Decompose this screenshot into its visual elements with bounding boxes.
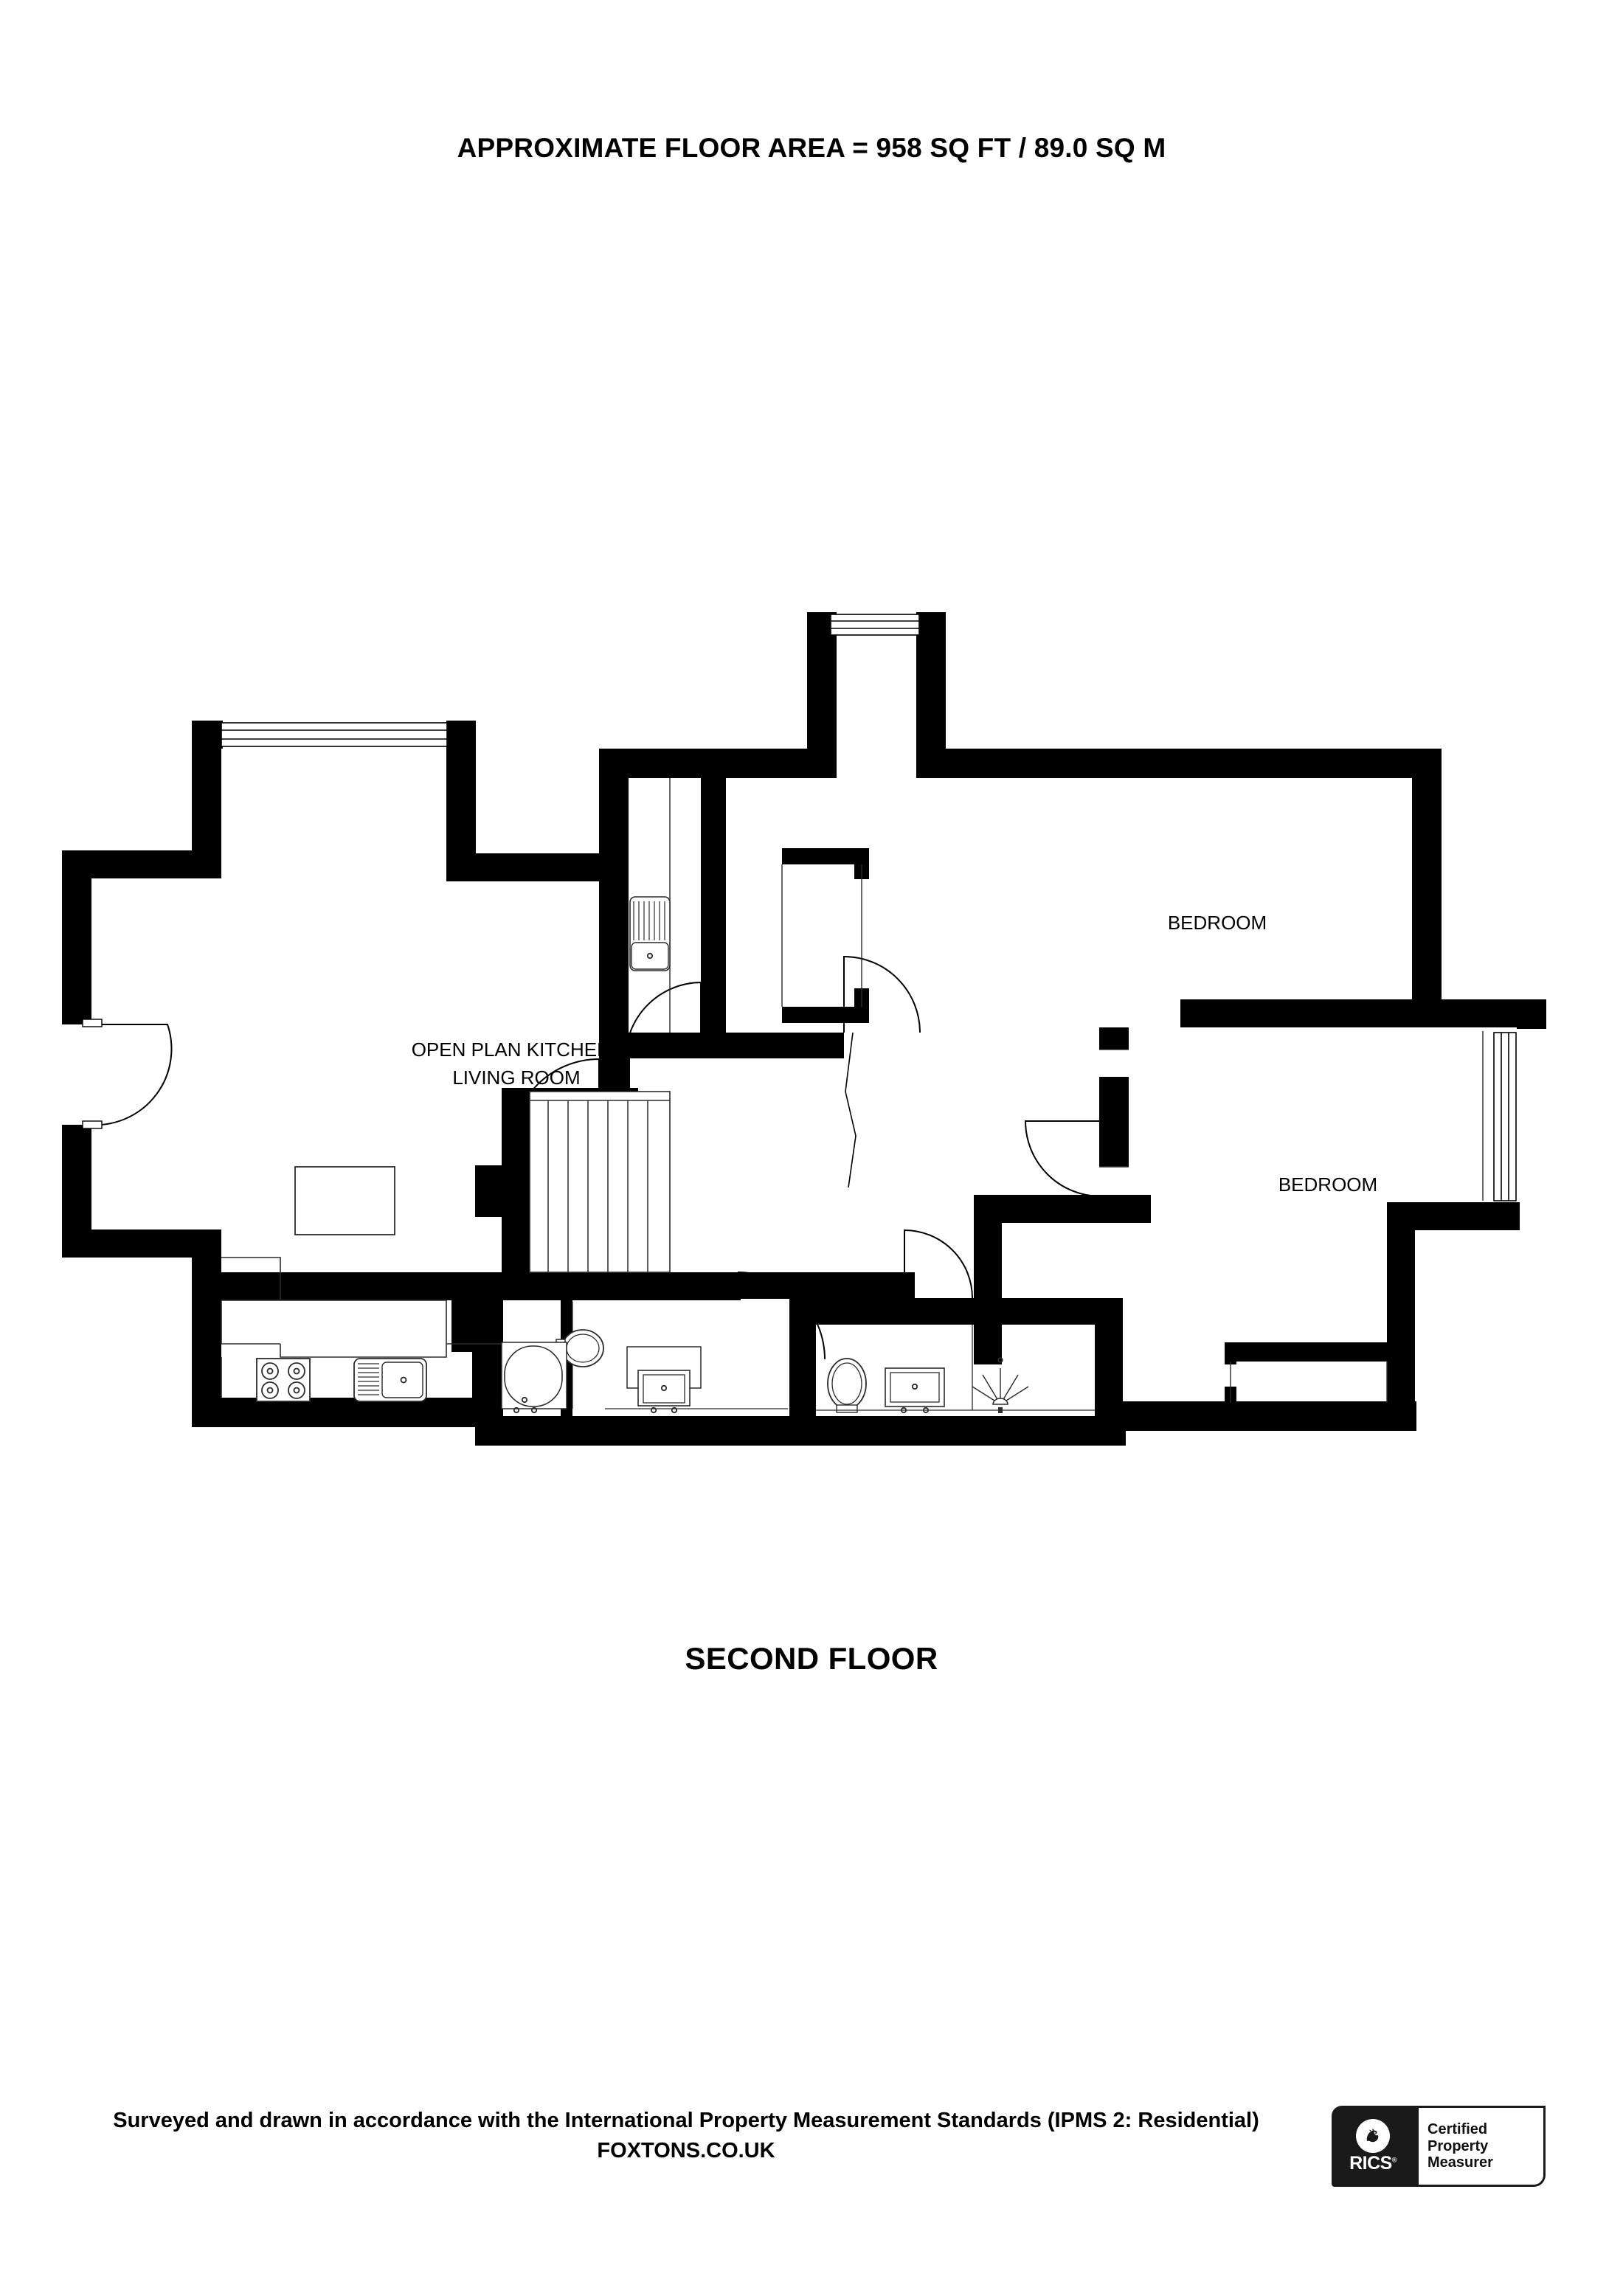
- wall-bedroom2-partition-vertical: [974, 1195, 1002, 1364]
- kitchen-hob-icon: [256, 1358, 311, 1402]
- fixtures-layer: [221, 778, 1484, 1414]
- window-dormer: [830, 614, 920, 636]
- room-label-bedroom-2: BEDROOM: [1278, 1173, 1377, 1196]
- wall-stairs-bottom-right: [708, 1272, 915, 1299]
- utility-sink-icon: [629, 778, 671, 1033]
- walls-layer: [62, 612, 1546, 1446]
- room-label-bedroom-1: BEDROOM: [1168, 912, 1267, 934]
- door-hall-lower-left: [511, 1058, 600, 1147]
- room-label-kitchen-living-line1: OPEN PLAN KITCHEN /: [412, 1038, 622, 1061]
- window-kitchen-top: [221, 722, 448, 747]
- wall-ensuite-vertical-mid: [789, 1298, 816, 1446]
- cert-line-2: Property: [1428, 2137, 1489, 2154]
- wall-bottomright-bottom: [1099, 1401, 1416, 1431]
- rics-certification-block: Certified Property Measurer: [1414, 2106, 1546, 2187]
- wall-bedroom2-left-vertical: [1099, 1077, 1129, 1123]
- approximate-floor-area-title: APPROXIMATE FLOOR AREA = 958 SQ FT / 89.…: [457, 133, 1166, 163]
- basin-bathroom-icon: [605, 1346, 788, 1414]
- wall-utility-bottom-right-stub: [701, 1033, 726, 1058]
- wall-kitchen-right-jog: [446, 853, 627, 881]
- wall-bedroom1-bottom-right-stub: [1412, 999, 1521, 1027]
- wall-bedroom2-right-vertical-lower: [1387, 1202, 1415, 1401]
- wall-stairs-left-jog-vertical: [475, 1165, 503, 1217]
- door-entrance: [82, 1019, 173, 1129]
- floor-plan-svg: OPEN PLAN KITCHEN / LIVING ROOM BEDROOM …: [62, 612, 1546, 1446]
- wall-bedroom1-top-left: [791, 749, 837, 778]
- window-bedroom2-right: [1493, 1032, 1517, 1201]
- wall-dormer-top-left-stub: [807, 612, 829, 633]
- wall-ensuite-bottom: [816, 1416, 1126, 1446]
- footer-disclaimer: Surveyed and drawn in accordance with th…: [59, 2106, 1313, 2166]
- door-utility: [625, 981, 702, 1059]
- floor-caption: SECOND FLOOR: [685, 1641, 938, 1676]
- wall-bedroom2-right-upper: [1517, 999, 1546, 1029]
- staircase-icon: [529, 1091, 671, 1273]
- shower-icon: [972, 1325, 1029, 1413]
- wall-stairs-bottom: [475, 1272, 741, 1300]
- kitchen-sink-icon: [353, 1358, 427, 1402]
- wall-kitchen-bottom: [192, 1398, 502, 1427]
- wall-bathroom-left-vertical: [475, 1272, 503, 1442]
- cert-line-1: Certified: [1428, 2121, 1488, 2138]
- wall-kitchen-left-lower-vertical: [192, 1272, 221, 1427]
- wall-bedroom2-left-lower: [1099, 1121, 1129, 1167]
- bathtub-icon: [501, 1342, 567, 1414]
- floor-plan-drawing: OPEN PLAN KITCHEN / LIVING ROOM BEDROOM …: [44, 605, 1586, 1527]
- basin-ensuite-icon: [816, 1367, 1095, 1414]
- dining-table-icon: [294, 1166, 395, 1235]
- hall-sill-lines: [1099, 1049, 1129, 1168]
- wall-ensuite-top: [816, 1298, 904, 1325]
- footer: Surveyed and drawn in accordance with th…: [0, 2106, 1623, 2238]
- wall-kitchen-far-left-upper: [62, 850, 91, 1024]
- doors-layer: [82, 955, 1101, 1360]
- cupboard-interior: [781, 864, 862, 1007]
- wall-bedroom1-right-vertical: [1412, 749, 1442, 1027]
- rics-lion-icon: [1356, 2119, 1390, 2153]
- door-hall-folding: [845, 1032, 857, 1188]
- kitchen-counter-outline: [221, 1257, 502, 1398]
- wall-central-left-vertical: [599, 749, 629, 1058]
- wall-closet-left-stub: [1225, 1342, 1236, 1364]
- wall-bedroom2-left-upper: [1099, 1027, 1129, 1050]
- footer-line-2: Residential) FOXTONS.CO.UK: [597, 2109, 1259, 2163]
- room-label-kitchen-living-line2: LIVING ROOM: [452, 1067, 580, 1089]
- wall-ensuite-top-right: [900, 1298, 1121, 1325]
- wall-central-top: [599, 749, 820, 778]
- rics-registered-mark: ®: [1391, 2156, 1397, 2164]
- door-bedroom1: [843, 955, 921, 1033]
- rics-wordmark: RICS®: [1349, 2154, 1397, 2173]
- wall-bedroom2-bottom-left: [974, 1195, 1151, 1223]
- wall-cupboard-bottom: [782, 1007, 869, 1023]
- door-bathroom: [737, 1272, 826, 1360]
- windows-layer: [221, 614, 1517, 1201]
- rics-certified-badge: RICS® Certified Property Measurer: [1332, 2106, 1546, 2187]
- door-ensuite: [904, 1229, 973, 1299]
- wall-dormer-top-right-stub: [924, 612, 946, 633]
- door-bedroom2: [1024, 1120, 1101, 1197]
- rics-logo-block: RICS®: [1332, 2106, 1414, 2187]
- wall-bedroom1-bottom-right: [1180, 999, 1443, 1027]
- header: APPROXIMATE FLOOR AREA = 958 SQ FT / 89.…: [0, 133, 1623, 164]
- toilet-ensuite-icon: [827, 1358, 867, 1413]
- closet-interior: [1230, 1362, 1388, 1403]
- wall-bedroom1-bottom-left: [726, 1033, 844, 1058]
- wall-bedroom1-top-right: [916, 749, 1442, 778]
- room-labels-layer: OPEN PLAN KITCHEN / LIVING ROOM BEDROOM …: [412, 912, 1377, 1196]
- wall-closet-top: [1225, 1342, 1394, 1362]
- footer-line-1: Surveyed and drawn in accordance with th…: [113, 2109, 1132, 2132]
- wall-kitchen-bottom-step: [192, 1272, 480, 1300]
- wall-cupboard-top: [782, 848, 869, 864]
- rics-brand-text: RICS: [1349, 2153, 1392, 2174]
- wall-utility-right-vertical: [701, 778, 726, 1058]
- wall-cupboard-right-vertical: [854, 848, 869, 879]
- cert-line-3: Measurer: [1428, 2154, 1493, 2171]
